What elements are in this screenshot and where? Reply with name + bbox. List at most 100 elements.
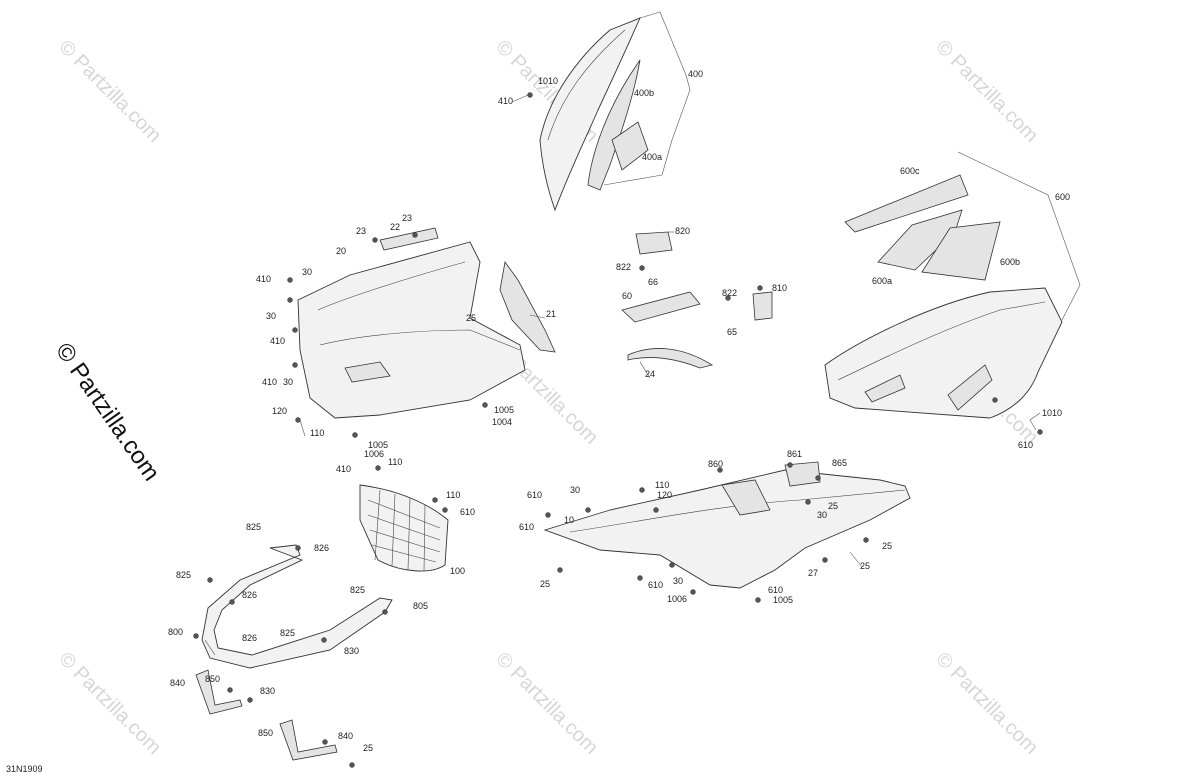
callout-label: 825: [246, 522, 261, 532]
callout-label: 825: [280, 628, 295, 638]
callout-label: 865: [832, 458, 847, 468]
callout-label: 826: [242, 590, 257, 600]
callout-label: 30: [283, 377, 293, 387]
brand-watermark: © Partzilla.com: [50, 338, 165, 486]
part-830-tow-hook-upper: [195, 669, 243, 715]
callout-label: 610: [519, 522, 534, 532]
callout-label: 110: [655, 480, 669, 490]
callout-label: 410: [336, 464, 351, 474]
callout-label: 21: [546, 309, 556, 319]
callout-label: 66: [648, 277, 658, 287]
callout-label: 110: [310, 428, 324, 438]
callout-label: 30: [266, 311, 276, 321]
callout-label: 400b: [634, 88, 654, 98]
part-21-bracket: [499, 261, 556, 353]
callout-label: 810: [772, 283, 787, 293]
callout-label: 840: [338, 731, 353, 741]
callout-label: 30: [673, 576, 683, 586]
callout-label: 120: [272, 406, 287, 416]
watermark-text: © Partzilla.com: [491, 648, 602, 759]
part-100-grille: [359, 484, 449, 572]
callout-label: 400a: [642, 152, 662, 162]
callout-label: 23: [402, 213, 412, 223]
leader-lines: [299, 94, 1041, 568]
callout-label: 860: [708, 459, 723, 469]
part-400-windshield: [539, 11, 691, 212]
watermark-text: © Partzilla.com: [54, 36, 165, 147]
callout-label: 25: [860, 561, 870, 571]
callout-labels: 400 400b 400a 1010 410 600 600c 600b 600…: [168, 69, 1070, 753]
callout-label: 800: [168, 627, 183, 637]
callout-label: 600c: [900, 166, 920, 176]
part-830-tow-hook-lower: [279, 719, 338, 761]
callout-label: 805: [413, 601, 428, 611]
callout-label: 610: [1018, 440, 1033, 450]
callout-label: 1005: [368, 440, 388, 450]
callout-label: 27: [808, 568, 818, 578]
callout-label: 840: [170, 678, 185, 688]
callout-label: 820: [675, 226, 690, 236]
callout-label: 25: [363, 743, 373, 753]
callout-label: 25: [540, 579, 550, 589]
callout-label: 825: [350, 585, 365, 595]
callout-label: 822: [616, 262, 631, 272]
callout-label: 850: [205, 674, 220, 684]
callout-label: 600a: [872, 276, 892, 286]
callout-label: 30: [817, 510, 827, 520]
part-600-side-panel: [824, 151, 1081, 419]
callout-label: 1010: [1042, 408, 1062, 418]
callout-label: 60: [622, 291, 632, 301]
callout-label: 30: [570, 485, 580, 495]
callout-label: 861: [787, 449, 802, 459]
part-10-footboard: [543, 461, 911, 589]
callout-label: 24: [645, 369, 655, 379]
callout-label: 20: [336, 246, 346, 256]
callout-label: 110: [388, 457, 402, 467]
callout-label: 826: [314, 543, 329, 553]
callout-label: 822: [722, 288, 737, 298]
callout-label: 10: [564, 515, 574, 525]
callout-label: 1010: [538, 76, 558, 86]
callout-label: 610: [460, 507, 475, 517]
callout-label: 1005: [773, 595, 793, 605]
callout-label: 826: [242, 633, 257, 643]
callout-label: 25: [828, 501, 838, 511]
callout-label: 850: [258, 728, 273, 738]
callout-label: 400: [688, 69, 703, 79]
callout-label: 825: [176, 570, 191, 580]
callout-label: 25: [882, 541, 892, 551]
callout-label: 600: [1055, 192, 1070, 202]
diagram-code: 31N1909: [6, 764, 43, 774]
callout-label: 120: [657, 490, 672, 500]
callout-label: 1006: [364, 449, 384, 459]
watermark-text: © Partzilla.com: [54, 648, 165, 759]
callout-label: 600b: [1000, 257, 1020, 267]
callout-label: 610: [527, 490, 542, 500]
callout-label: 410: [262, 377, 277, 387]
small-brackets: [621, 231, 773, 369]
callout-label: 1006: [667, 594, 687, 604]
callout-label: 25: [466, 313, 476, 323]
callout-label: 1005: [494, 405, 514, 415]
callout-label: 65: [727, 327, 737, 337]
callout-label: 410: [498, 96, 513, 106]
callout-label: 22: [390, 222, 400, 232]
part-20-storage-tub: [297, 227, 526, 419]
callout-label: 830: [344, 646, 359, 656]
callout-label: 1004: [492, 417, 512, 427]
callout-label: 100: [450, 566, 465, 576]
callout-label: 830: [260, 686, 275, 696]
callout-label: 410: [270, 336, 285, 346]
callout-label: 30: [302, 267, 312, 277]
fastener-markers: [193, 92, 1043, 768]
watermark-text: © Partzilla.com: [931, 36, 1042, 147]
callout-label: 23: [356, 226, 366, 236]
part-800-bumper: [201, 544, 393, 669]
callout-label: 410: [256, 274, 271, 284]
callout-label: 610: [648, 580, 663, 590]
watermark-text: © Partzilla.com: [931, 648, 1042, 759]
callout-label: 610: [768, 585, 783, 595]
callout-label: 110: [446, 490, 460, 500]
